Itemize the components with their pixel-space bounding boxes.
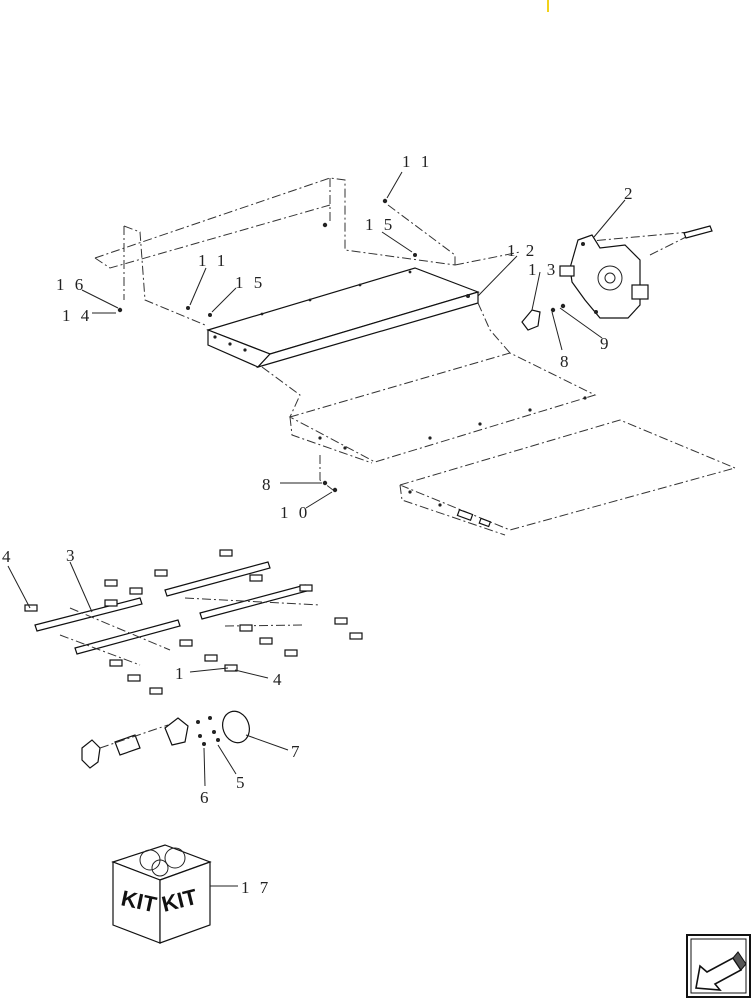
callout-4-left: 4 <box>2 547 14 566</box>
phantom-frame-upper <box>94 177 691 326</box>
slat-chain-left <box>34 597 181 666</box>
callout-6: 6 <box>200 788 212 807</box>
callout-11-left: 1 1 <box>198 251 228 270</box>
fasteners <box>117 198 566 493</box>
callout-3: 3 <box>66 546 78 565</box>
callout-1: 1 <box>175 664 187 683</box>
chain-links <box>24 549 363 695</box>
callout-15-left: 1 5 <box>235 273 265 292</box>
callout-8-lower: 8 <box>262 475 274 494</box>
phantom-pan-lower <box>398 419 737 536</box>
callout-11-top: 1 1 <box>402 152 432 171</box>
callout-8-right: 8 <box>560 352 572 371</box>
callout-17: 1 7 <box>241 878 271 897</box>
callout-7: 7 <box>291 742 303 761</box>
clip-part <box>521 309 541 331</box>
gearbox <box>559 225 713 319</box>
slat-chain-right <box>164 561 321 627</box>
arrow-return-icon[interactable] <box>686 934 751 998</box>
callout-labels: 1 1 1 5 2 1 2 1 3 9 8 1 1 1 5 1 6 1 4 8 … <box>2 152 636 897</box>
callout-10: 1 0 <box>280 503 310 522</box>
phantom-link <box>319 455 334 491</box>
tray-panel <box>206 267 480 369</box>
callout-9: 9 <box>600 334 612 353</box>
callout-2: 2 <box>624 184 636 203</box>
leader-lines <box>7 171 626 887</box>
callout-16: 1 6 <box>56 275 86 294</box>
callout-4-right: 4 <box>273 670 285 689</box>
callout-15-top: 1 5 <box>365 215 395 234</box>
callout-5: 5 <box>236 773 248 792</box>
phantom-pan-middle <box>261 302 597 464</box>
callout-12: 1 2 <box>507 241 537 260</box>
drive-shaft-assembly <box>81 710 250 769</box>
callout-14: 1 4 <box>62 306 92 325</box>
kit-box: KIT KIT <box>111 844 212 944</box>
callout-13: 1 3 <box>528 260 558 279</box>
